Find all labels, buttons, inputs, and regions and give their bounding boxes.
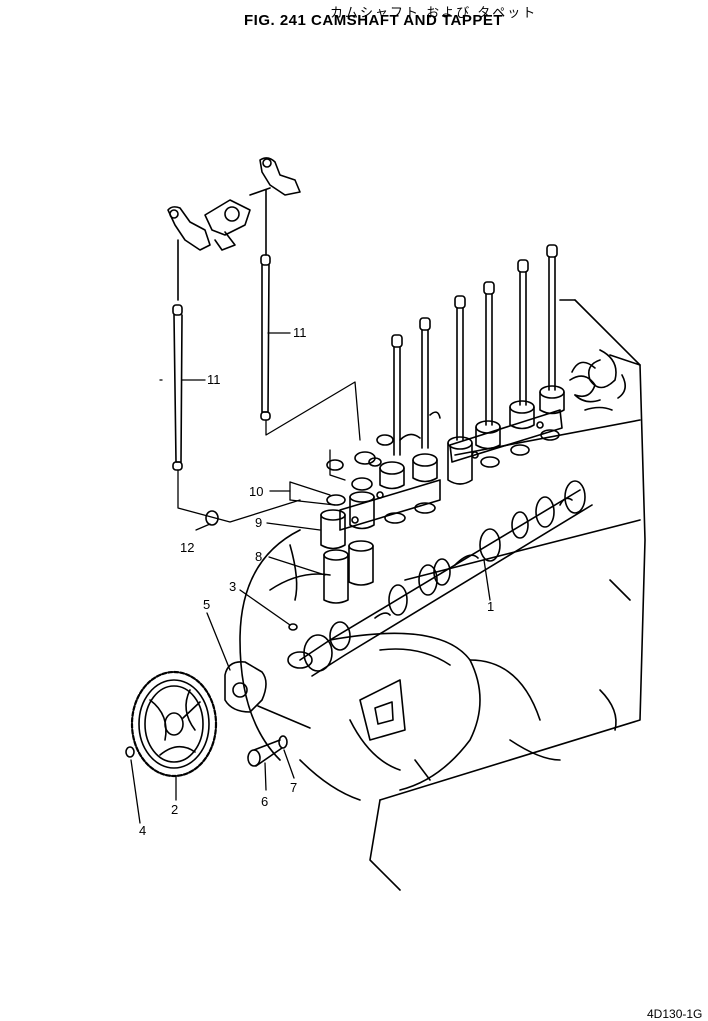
block-top-features [326,411,441,471]
woodruff-key [288,623,298,631]
callout-10: 10 [249,484,263,499]
tappets [320,491,375,550]
tappet-cups [323,540,374,604]
callout-2: 2 [171,802,178,817]
callout-6: 6 [261,794,268,809]
expansion-plug [205,510,219,526]
callout-7: 7 [290,780,297,795]
tappet-housings [339,385,565,531]
push-rod-left [172,304,183,471]
camshaft-gear [130,670,218,778]
callout-8: 8 [255,549,262,564]
callout-4: 4 [139,823,146,838]
leader-lines [130,332,491,824]
callout-11-right: 11 [293,325,307,340]
thrust-plate [224,660,311,729]
push-rod-right [260,254,271,421]
nut [125,746,135,758]
figure-title-japanese: カムシャフト および タペット [330,6,538,21]
rocker-arm-assembly [167,157,301,301]
installed-push-rods [391,244,558,456]
figure-title: FIG. 241 CAMSHAFT AND TAPPET [244,12,504,29]
callout-labels: 1 2 3 4 5 6 7 8 9 10 11 11 12 [139,325,494,838]
bolt-and-washer [247,735,288,767]
callout-9: 9 [255,515,262,530]
callout-5: 5 [203,597,210,612]
callout-1: 1 [487,599,494,614]
callout-3: 3 [229,579,236,594]
camshaft [287,480,593,677]
callout-11-left: 11 [207,372,221,387]
callout-12: 12 [180,540,194,555]
drawing-code: 4D130-1G [647,1007,703,1021]
tappet-snap-rings [326,477,373,506]
